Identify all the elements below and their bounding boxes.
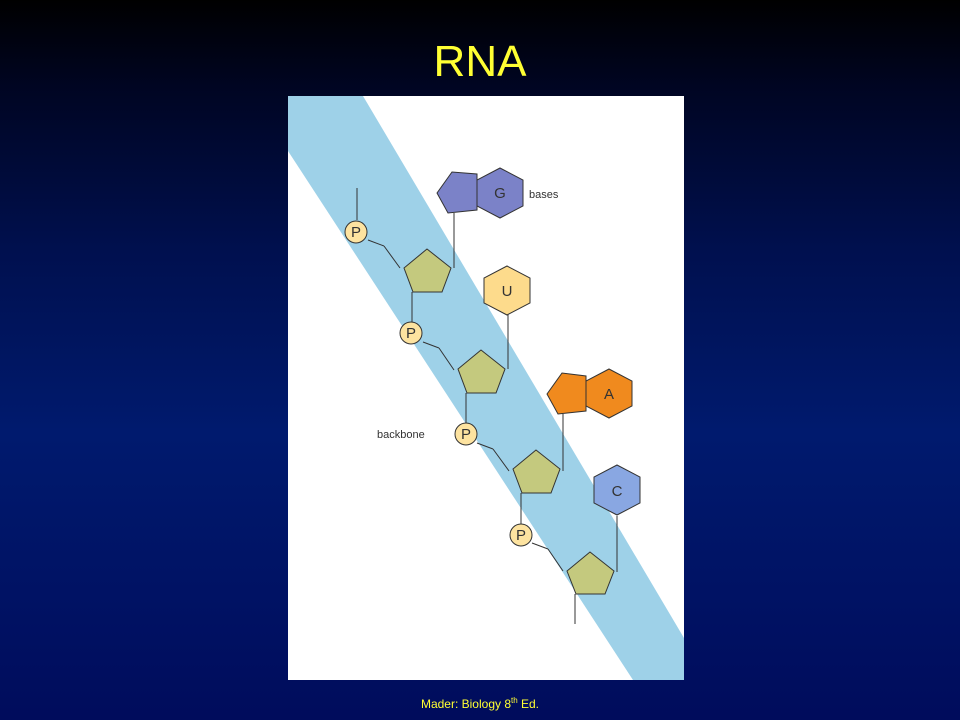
rna-diagram-svg: P P P P G U A C bases backbon [288,96,684,680]
base-a-ring5 [546,372,587,415]
sugar-4 [566,551,615,595]
sugars [403,248,615,595]
backbone-label: backbone [377,429,425,441]
base-u-label: U [502,283,513,300]
bases: G U A C [436,167,641,516]
phosphate-3-label: P [461,426,471,443]
phosphate-4-label: P [516,527,526,544]
sugar-2 [457,349,506,394]
slide-title: RNA [433,37,527,86]
source-caption: Mader: Biology 8th Ed. [0,696,960,711]
phosphate-2-label: P [406,325,416,342]
phosphate-3 [454,422,478,446]
base-a-ring6 [585,368,633,419]
phosphate-1-label: P [351,224,361,241]
base-a-label: A [604,386,614,403]
bases-label: bases [529,189,559,201]
phosphate-2 [399,321,423,345]
sugar-3 [512,449,561,494]
backbone-connectors [356,188,618,624]
caption-main: Mader: Biology 8 [420,697,511,711]
base-u-ring [483,265,531,316]
phosphate-4 [509,523,533,547]
phosphate-1 [344,220,368,244]
base-g-label: G [494,185,506,202]
caption-end: Ed. [517,697,540,711]
base-c-label: C [612,483,623,500]
base-c-ring [593,464,641,516]
caption-superscript: th [511,696,518,705]
phosphates: P P P P [344,220,533,547]
base-g-ring5 [436,171,478,214]
sugar-1 [403,248,452,293]
rna-diagram: P P P P G U A C bases backbon [288,96,684,680]
base-g-ring6 [476,167,524,219]
